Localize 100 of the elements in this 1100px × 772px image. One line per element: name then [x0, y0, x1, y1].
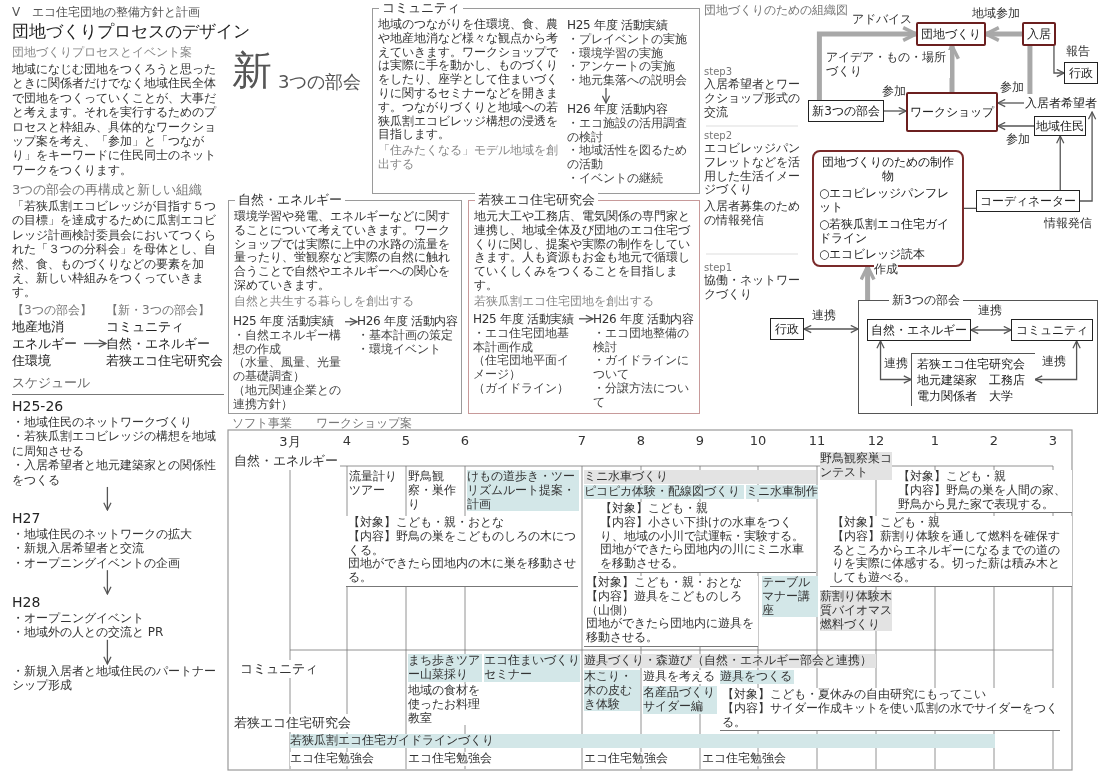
connector-arrow	[984, 25, 1022, 43]
member-text: 地元建築家 工務店	[917, 372, 1026, 388]
activity-item: ・イベントの継続	[567, 172, 664, 186]
schedule-item: ・若狭瓜割エコビレッジの構想を地域に周知させる	[12, 429, 217, 459]
connector-arrow	[883, 106, 907, 116]
note-text: 【対象】こども・夏休みの自由研究にもってこい	[722, 688, 987, 702]
note-text: 【内容】野鳥の巣をこどものしろの木につくる。	[348, 529, 576, 557]
note-text: 団地ができたら団地内の木に巣を移動させる。	[348, 557, 576, 585]
edge-label: 作成	[874, 262, 898, 276]
activity-item: ・ガイドラインについて	[593, 354, 690, 382]
section-heading: 自然・エネルギー	[235, 192, 345, 208]
month-label: 6	[459, 433, 471, 448]
edge-label: アドバイス	[852, 12, 914, 26]
step-label: step3	[704, 66, 732, 77]
connector-arrow	[1034, 340, 1081, 384]
activity-heading: H26 年度 活動内容	[593, 313, 693, 327]
activity-heading: H25 年度 活動実績	[473, 313, 575, 327]
node-label: ワークショップ	[910, 104, 994, 120]
panel-heading: 団地づくりのための制作物	[821, 155, 955, 184]
node-label: 行政	[1069, 65, 1093, 81]
schedule-item: ・入居希望者と地元建築家との関係性をつくる	[12, 458, 217, 487]
connector-arrow	[997, 98, 1025, 108]
event-bar: 若狭瓜割エコ住宅ガイドラインづくり	[290, 734, 995, 748]
member-text: 電力関係者 大学	[917, 388, 1014, 404]
note-text: 【内容】小さい下掛けの水車をつくり、地域の小川で試運転・実験する。	[600, 515, 805, 543]
note-text: 団地ができたら団地内の川にミニ水車を移動させる。	[600, 543, 805, 571]
month-label: 4	[341, 433, 353, 448]
step-text: エコビレッジパンフレットなどを活用した生活イメージづくり	[704, 142, 801, 198]
section-text: 地域のつながりを住環境、食、農や地産地消など様々な観点から考えていきます。ワークショップでは実際に手を動かし、ものづくりをしたり、座学として住まいづくりに関するセミナーなどを開きます。つながりづくりと地域への若狭瓜割エコビレッジ構想の浸透を目指します。	[378, 18, 559, 143]
activity-item: ・環境イベント	[357, 342, 442, 357]
schedule-item: ・新規入居者と地域住民のパートナーシップ形成	[12, 664, 217, 693]
connector-arrow	[103, 486, 112, 511]
connector-arrow	[1056, 135, 1065, 191]
edge-label: 連携	[1042, 354, 1066, 368]
year-heading: H28	[12, 594, 42, 611]
activity-item: （水量、風量、光量の基礎調査）	[233, 356, 342, 384]
month-label: 3	[1047, 433, 1059, 448]
term: 若狭エコ住宅研究会	[106, 352, 224, 369]
node-label: 新3つの部会	[812, 103, 880, 119]
activity-item: ・アンケートの実施	[567, 60, 676, 74]
activity-item: ・地域活性を図るための活動	[567, 144, 688, 172]
node-label: コミュニティ	[1016, 322, 1088, 338]
section-text: 環境学習や発電、エネルギーなどに関することについて考えていきます。ワークショップでは実際に上中の水路の流量を量ったり、蛍観察など実際の自然に触れ合うことで自然やエネルギーへの関心を深めていきます。	[234, 210, 451, 293]
edge-label: 参加	[1000, 80, 1024, 94]
event-label: エコ住宅勉強会	[702, 752, 788, 766]
node-label: 団地づくり	[921, 26, 981, 42]
event-bar: ピコピカ体験・配線図づくり	[584, 485, 744, 499]
tab-label: ソフト事業	[232, 415, 293, 432]
step-label: step1	[704, 262, 733, 273]
connector-arrow	[103, 639, 112, 665]
activity-item: ・エコ住宅団地基本計画作成	[473, 326, 570, 354]
step-text: 入居者募集のための情報発信	[704, 200, 801, 228]
year-heading: H25-26	[12, 398, 65, 415]
event-label: エコ住宅勉強会	[290, 752, 376, 766]
note-text: 【対象】こども・親	[832, 516, 941, 530]
note-text: 団地ができたら団地内に遊具を移動させる。	[586, 617, 755, 645]
schedule-item: ・オープニングイベントの企画	[12, 555, 181, 571]
event-bar: ミニ水車づくり	[584, 470, 816, 484]
activity-item: （住宅団地平面イメージ）	[473, 354, 570, 382]
event-label: 地域の食材を使ったお料理教室	[408, 684, 482, 726]
note-text: 【対象】こども・親	[898, 470, 1007, 484]
node-label: 入居者希望者	[1025, 95, 1097, 111]
activity-heading: H25 年度 活動実績	[567, 19, 669, 33]
event-bar: 木こり・木の皮むき体験	[584, 670, 640, 712]
edge-label: 参加	[882, 84, 906, 98]
edge-label: 情報発信	[1044, 216, 1092, 230]
connector-arrow	[859, 264, 876, 300]
event-bar: 野鳥観察巣コンテスト	[820, 452, 892, 480]
node-label: コーディネーター	[980, 193, 1076, 209]
slogan-text: 若狭瓜割エコ住宅団地を創出する	[474, 294, 655, 309]
step-text: 入居希望者とワークショップ形式の交流	[704, 78, 801, 120]
activity-item: ・自然エネルギー構想の作成	[233, 328, 342, 356]
connector-arrow	[1053, 45, 1065, 78]
note-text: 【対象】こども・親・おとな	[348, 516, 505, 530]
node-label: 入居	[1027, 26, 1051, 42]
note-text: 【内容】サイダー作成キットを使い瓜割の水でサイダーをつくる。	[722, 701, 1058, 730]
event-bar: 薪割り体験木質バイオマス燃料づくり	[820, 590, 892, 632]
month-label: 8	[635, 433, 647, 448]
note-text: 【対象】こども・親・おとな	[586, 576, 743, 590]
note-callout	[584, 576, 758, 647]
event-bar: けもの道歩き・ツーリズムルート提案・計画	[467, 470, 579, 512]
event-label: エコ住宅勉強会	[584, 752, 670, 766]
org-box	[1022, 22, 1056, 46]
schedule-item: ・新規入居希望者と交流	[12, 541, 145, 556]
paragraph: 「若狭瓜割エコビレッジが目指す５つの目標」を達成するために瓜割エコビレッジ計画検討委員会においてつくられた「３つの分科会」を母体とし、自然、食、ものづくりなどの要素を加え、新しい枠組みをつくっていきます。	[12, 199, 217, 300]
column-label: 【3つの部会】	[12, 302, 93, 319]
slogan-text: 自然と共生する暮らしを創出する	[234, 294, 415, 309]
term: エネルギー	[12, 335, 78, 352]
edge-label: アイデア・もの・場所づくり	[826, 50, 950, 78]
month-label: 5	[400, 433, 412, 448]
chart-title: 団地づくりのための組織図	[704, 2, 849, 19]
edge-label: 連携	[978, 303, 1002, 317]
tab-label: ワークショップ案	[316, 415, 413, 432]
month-label: 1	[929, 433, 941, 448]
note-callout	[896, 470, 1072, 514]
activity-item: ・エコ施設の活用調査の検討	[567, 116, 688, 144]
year-heading: H27	[12, 510, 42, 527]
section-title: 3つの部会の再構成と新しい組織	[12, 181, 204, 199]
list-item: ○エコビレッジパンフレット	[819, 185, 951, 215]
activity-item: ・基本計画の策定	[357, 328, 454, 343]
